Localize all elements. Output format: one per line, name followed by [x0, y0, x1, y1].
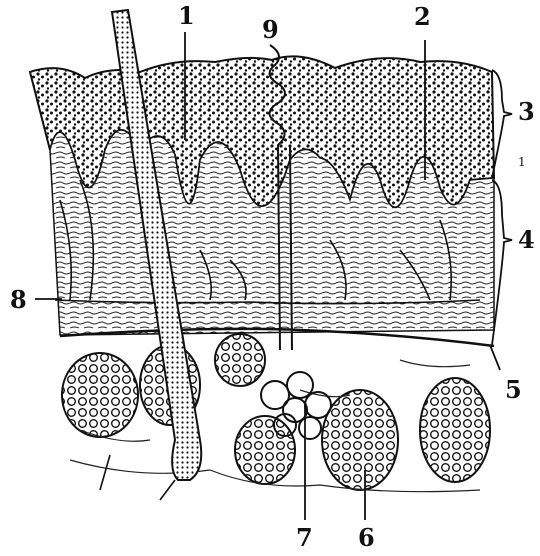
label-7: 7 [296, 526, 313, 550]
svg-text:1: 1 [518, 155, 526, 169]
label-9: 9 [262, 18, 279, 42]
nerve-branch [100, 455, 175, 500]
label-6: 6 [358, 526, 375, 550]
label-4: 4 [518, 228, 535, 252]
label-5: 5 [505, 378, 522, 402]
label-8: 8 [10, 288, 27, 312]
label-1: 1 [178, 4, 195, 28]
label-3: 3 [518, 100, 535, 124]
label-2: 2 [414, 5, 431, 29]
subcutaneous-fat [62, 334, 490, 490]
